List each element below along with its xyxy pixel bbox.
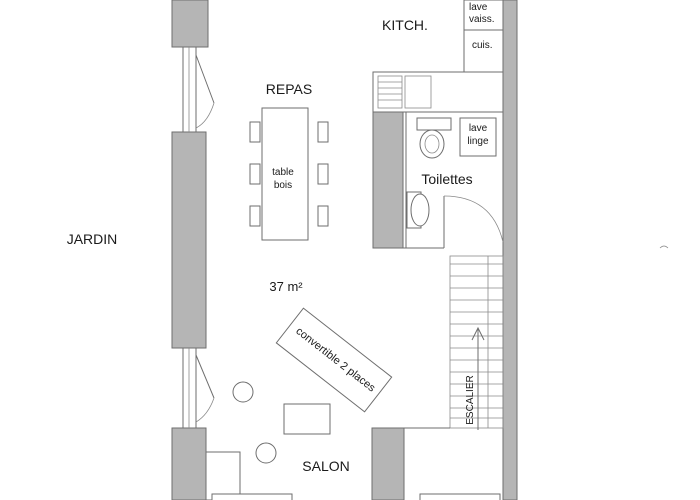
toilets-label: Toilettes — [421, 171, 472, 187]
lower-garden-door — [182, 348, 215, 428]
kitchen-label: KITCH. — [382, 17, 428, 33]
cooker-label: cuis. — [472, 40, 493, 51]
living-furniture — [205, 451, 501, 500]
living-label: SALON — [302, 458, 349, 474]
dining-label: REPAS — [266, 81, 312, 97]
dishwasher-label-1: lave — [469, 2, 488, 13]
area-label: 37 m² — [269, 279, 303, 294]
table-label-2: bois — [274, 180, 292, 191]
coffee-table — [283, 403, 331, 435]
washing-machine-label-2: linge — [467, 136, 489, 147]
dishwasher-label-2: vaiss. — [469, 14, 495, 25]
kitchen-appliances — [463, 0, 504, 73]
table-label-1: table — [272, 167, 294, 178]
sofa-bed — [275, 307, 393, 413]
toilet-room — [372, 111, 504, 249]
washing-machine-label-1: lave — [469, 123, 488, 134]
garden-label: JARDIN — [67, 231, 118, 247]
left-exterior-wall — [171, 0, 209, 500]
kitchen-counter — [372, 71, 504, 113]
staircase — [449, 245, 669, 430]
stool-upper — [232, 381, 254, 403]
washbasin — [406, 191, 430, 229]
stool-lower — [255, 442, 277, 464]
right-exterior-wall — [502, 0, 518, 500]
upper-garden-door — [182, 47, 215, 132]
stairs-label: ESCALIER — [465, 375, 476, 424]
toilet-bowl — [416, 117, 452, 159]
washing-machine — [459, 117, 497, 157]
living-room-wall — [371, 427, 450, 500]
dining-table — [249, 107, 329, 241]
